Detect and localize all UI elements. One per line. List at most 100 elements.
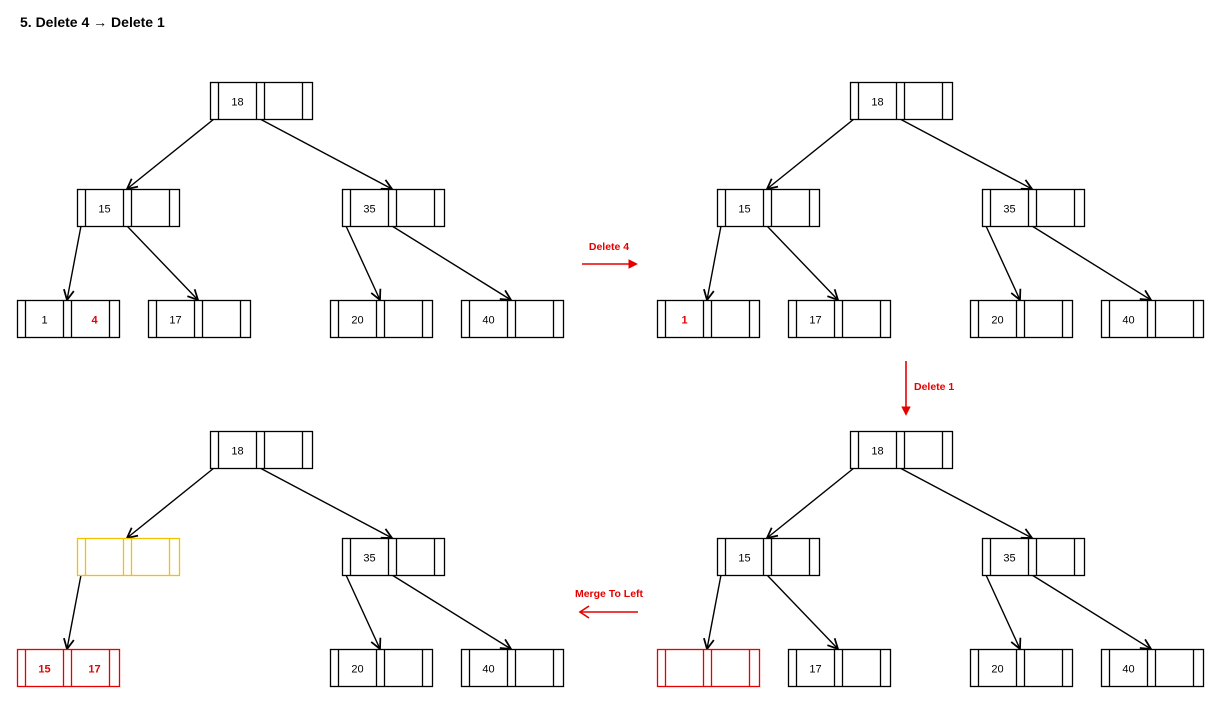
- root-node: 18: [849, 430, 954, 470]
- node-key: 35: [1003, 553, 1015, 565]
- internal-node-border: [716, 188, 821, 228]
- node-key: 15: [738, 204, 750, 216]
- leaf-node-border: [460, 299, 565, 339]
- leaf-node: 1: [656, 299, 761, 339]
- internal-node: 35: [981, 188, 1086, 228]
- leaf-node: 20: [329, 648, 434, 688]
- tree-edge: [767, 467, 855, 538]
- root-node-border: [209, 430, 314, 470]
- internal-node: 35: [341, 188, 446, 228]
- leaf-node: 40: [1100, 648, 1205, 688]
- leaf-node-border: [147, 299, 252, 339]
- tree-edge: [391, 225, 511, 300]
- leaf-node-border: [329, 299, 434, 339]
- root-node-border: [209, 81, 314, 121]
- tree-panel-after-delete-4: 18 15 35 1 17 20 40: [656, 81, 1205, 339]
- tree-edge: [766, 574, 838, 649]
- tree-edge: [126, 225, 198, 300]
- internal-node-border: [716, 537, 821, 577]
- tree-edge: [985, 574, 1020, 649]
- internal-node-border: [981, 537, 1086, 577]
- internal-node: 35: [981, 537, 1086, 577]
- leaf-node-border: [460, 648, 565, 688]
- leaf-node-border: [787, 299, 892, 339]
- internal-node: 35: [341, 537, 446, 577]
- tree-edge: [259, 467, 392, 538]
- internal-node-border: [76, 188, 181, 228]
- leaf-node-border: [1100, 648, 1205, 688]
- node-key: 17: [169, 315, 181, 327]
- page-title: 5. Delete 4 → Delete 1: [20, 14, 165, 30]
- node-key: 18: [231, 97, 243, 109]
- leaf-node: 40: [1100, 299, 1205, 339]
- node-key: 15: [738, 553, 750, 565]
- leaf-node-border: [1100, 299, 1205, 339]
- node-key: 20: [351, 315, 363, 327]
- node-key: 1: [41, 315, 47, 327]
- leaf-node-border: [16, 299, 121, 339]
- internal-node: 15: [716, 188, 821, 228]
- leaf-node: 17: [787, 299, 892, 339]
- tree-edge: [259, 118, 392, 189]
- root-node: 18: [209, 430, 314, 470]
- leaf-node-border: [969, 648, 1074, 688]
- root-node: 18: [209, 81, 314, 121]
- node-key: 35: [363, 204, 375, 216]
- tree-edge: [1031, 574, 1151, 649]
- leaf-node-border: [787, 648, 892, 688]
- node-key: 40: [482, 315, 494, 327]
- node-key: 40: [1122, 664, 1134, 676]
- internal-node-border: [76, 537, 181, 577]
- tree-edge: [345, 574, 380, 649]
- tree-edge: [127, 118, 215, 189]
- tree-edge: [899, 467, 1032, 538]
- node-key: 18: [231, 446, 243, 458]
- internal-node: [76, 537, 181, 577]
- internal-node-border: [341, 188, 446, 228]
- node-key: 4: [91, 315, 98, 327]
- node-key: 35: [363, 553, 375, 565]
- step-down: Delete 1: [901, 361, 954, 416]
- tree-edge: [1031, 225, 1151, 300]
- leaf-node-border: [656, 648, 761, 688]
- tree-edge: [127, 467, 215, 538]
- leaf-node: 40: [460, 648, 565, 688]
- tree-edge: [766, 225, 838, 300]
- leaf-node-border: [656, 299, 761, 339]
- arrow-head-icon: [578, 605, 590, 619]
- step-right: Delete 4: [582, 241, 638, 269]
- root-node: 18: [849, 81, 954, 121]
- node-key: 18: [871, 446, 883, 458]
- tree-panel-after-delete-1: 18 15 35 17 20 40: [656, 430, 1205, 688]
- root-node-border: [849, 430, 954, 470]
- node-key: 17: [88, 664, 100, 676]
- internal-node-border: [341, 537, 446, 577]
- leaf-node: 20: [329, 299, 434, 339]
- node-key: 15: [98, 204, 110, 216]
- step-label: Delete 1: [914, 381, 954, 393]
- node-key: 17: [809, 315, 821, 327]
- tree-edge: [67, 225, 82, 300]
- leaf-node-border: [329, 648, 434, 688]
- tree-edge: [391, 574, 511, 649]
- tree-edge: [707, 574, 722, 649]
- tree-edge: [345, 225, 380, 300]
- node-key: 20: [351, 664, 363, 676]
- leaf-node: 20: [969, 299, 1074, 339]
- root-node-border: [849, 81, 954, 121]
- step-label: Delete 4: [589, 241, 629, 253]
- leaf-node: 20: [969, 648, 1074, 688]
- step-left: Merge To Left: [575, 588, 644, 619]
- tree-edge: [899, 118, 1032, 189]
- leaf-node: 17: [787, 648, 892, 688]
- tree-edge: [767, 118, 855, 189]
- node-key: 40: [482, 664, 494, 676]
- node-key: 35: [1003, 204, 1015, 216]
- leaf-node: 17: [147, 299, 252, 339]
